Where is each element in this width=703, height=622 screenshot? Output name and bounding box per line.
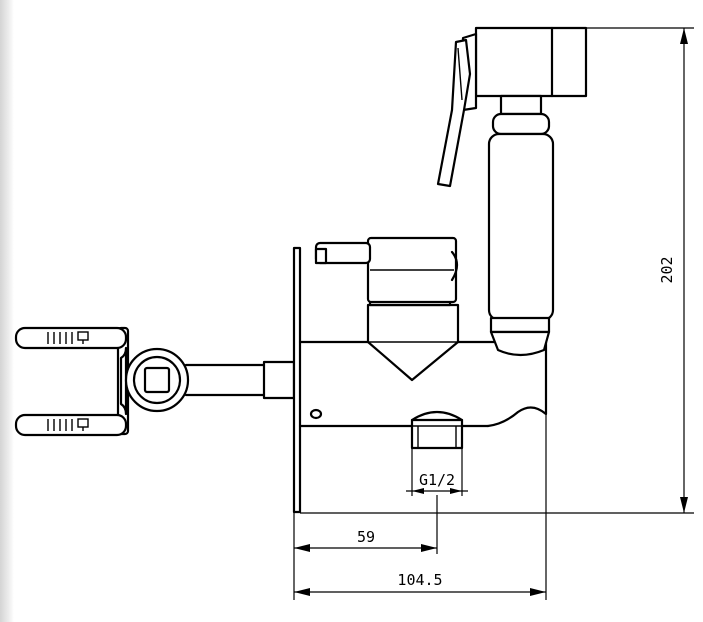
page-edge-shadow <box>0 0 14 622</box>
dimension-height-label: 202 <box>658 256 676 283</box>
cartridge-cone <box>366 303 460 382</box>
dimension-height <box>556 27 694 514</box>
dimension-depth-outlet <box>293 495 438 600</box>
wall-flange <box>292 246 302 514</box>
dimension-thread <box>406 448 468 496</box>
outlet-thread <box>410 410 464 450</box>
dimension-total-depth-label: 104.5 <box>397 571 442 589</box>
mixer-handle <box>314 236 459 307</box>
hose-connector <box>184 360 296 400</box>
wall-bracket <box>14 326 190 437</box>
hand-spray <box>436 26 588 357</box>
dimension-depth-outlet-label: 59 <box>357 528 375 546</box>
dimension-total-depth <box>294 414 547 600</box>
dimension-thread-label: G1/2 <box>419 471 455 489</box>
